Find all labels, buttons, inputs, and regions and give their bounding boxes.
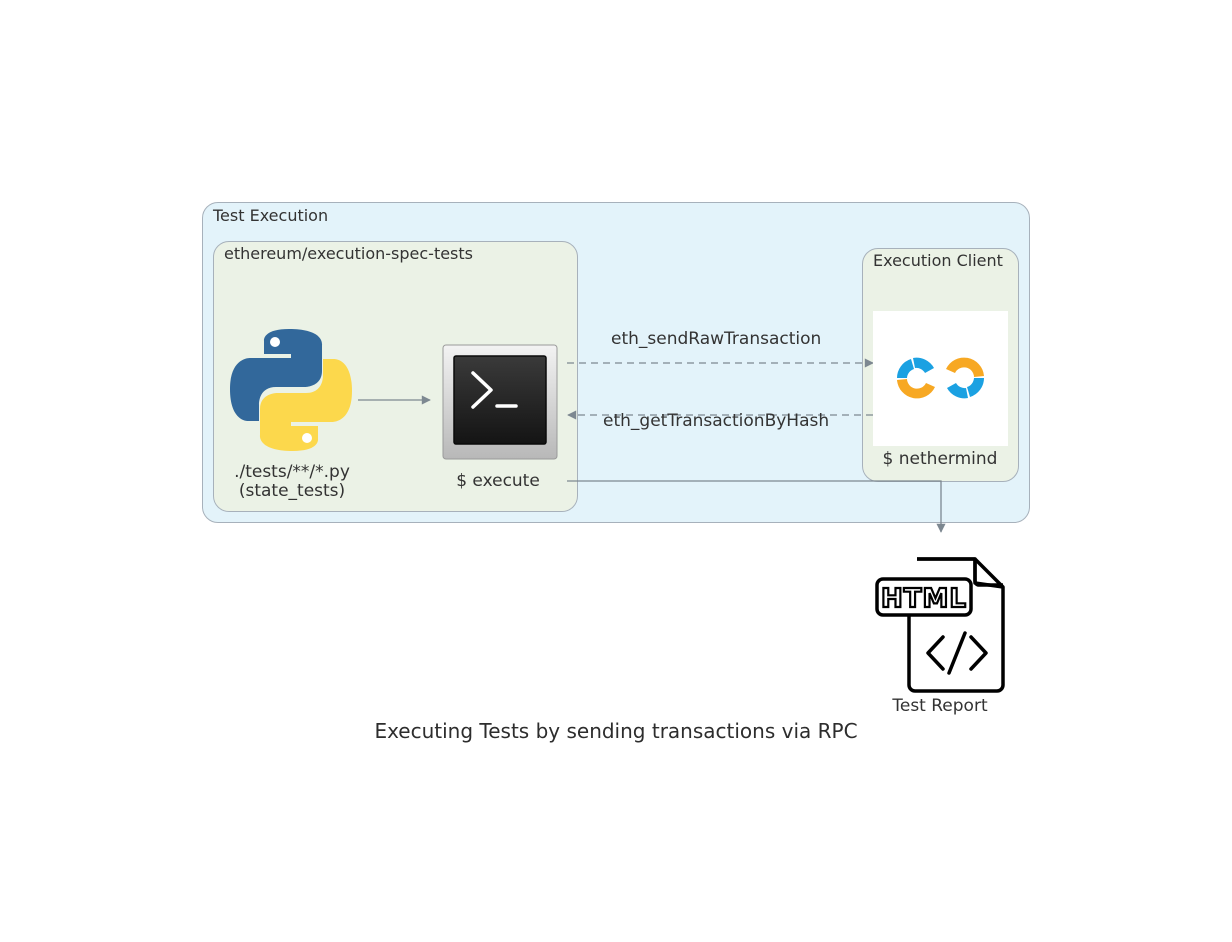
- nethermind-node-label: $ nethermind: [882, 449, 998, 469]
- terminal-icon: [442, 344, 558, 460]
- nethermind-node-box: [873, 311, 1008, 446]
- html-icon-text: HTML: [881, 584, 967, 614]
- diagram-caption: Executing Tests by sending transactions …: [374, 719, 858, 743]
- cluster-test-execution-label: Test Execution: [213, 206, 329, 225]
- report-node-label: Test Report: [892, 696, 988, 716]
- cluster-execution-spec-tests-label: ethereum/execution-spec-tests: [224, 244, 473, 263]
- python-logo-icon: [230, 329, 352, 451]
- cluster-execution-client-label: Execution Client: [873, 251, 1003, 270]
- tests-node-label-type: (state_tests): [238, 481, 346, 501]
- execute-node-label: $ execute: [456, 471, 540, 491]
- edge-label-get-transaction-by-hash: eth_getTransactionByHash: [603, 411, 830, 431]
- edge-label-send-raw-transaction: eth_sendRawTransaction: [611, 329, 822, 349]
- nethermind-logo-icon: [897, 357, 984, 399]
- edge-execute-to-report: [567, 480, 946, 533]
- html-file-icon: HTML: [875, 557, 1005, 693]
- tests-node-label-path: ./tests/**/*.py: [234, 462, 350, 482]
